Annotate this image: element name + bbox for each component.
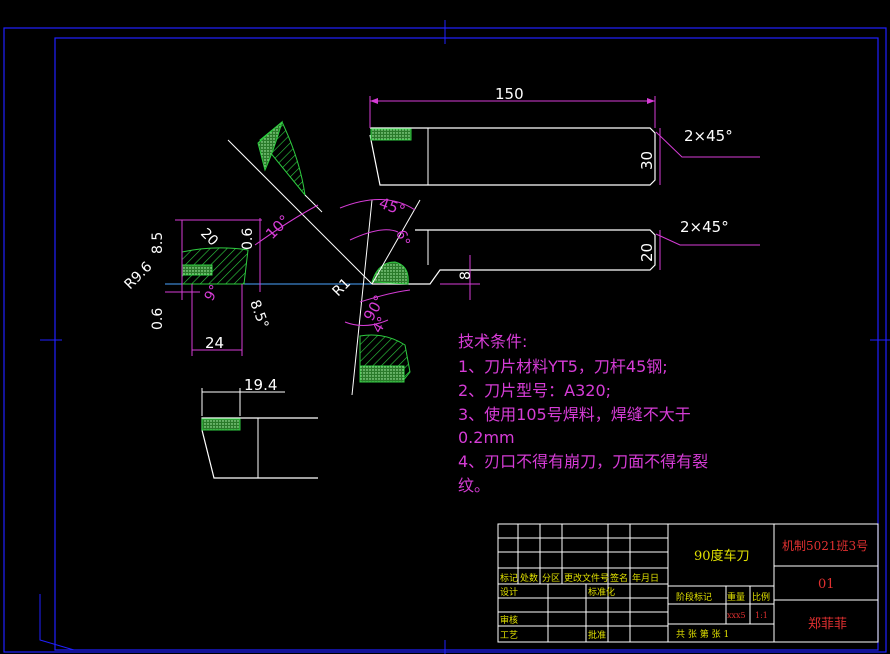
- orientation-mark: [39, 594, 75, 651]
- section-left: 24 R9.6 8.5 20 0.6 0.6 9° 8.5°: [122, 218, 271, 356]
- dim-24: 24: [205, 334, 224, 352]
- dim-20: 20: [638, 243, 656, 262]
- notes-line1: 1、刀片材料YT5，刀杆45钢;: [458, 357, 668, 376]
- dim-0-6b: 0.6: [150, 308, 166, 330]
- angle-45: 45°: [377, 194, 408, 220]
- notes-line3b: 0.2mm: [458, 428, 515, 447]
- chamfer-mid: 2×45°: [680, 218, 729, 236]
- tb-design: 设计: [500, 586, 518, 598]
- dim-20: 20: [197, 226, 221, 250]
- tb-review: 审核: [500, 614, 518, 626]
- axis-diagonal: [227, 139, 373, 285]
- section-upper: 10°: [254, 120, 323, 246]
- radius-r1: R1: [330, 275, 354, 299]
- tb-header-mark: 标记: [500, 572, 518, 584]
- axis-45: [371, 199, 421, 285]
- tb-part-name: 90度车刀: [694, 548, 750, 564]
- tb-sheets: 共 张 第 张 1: [676, 628, 729, 640]
- tb-class-label: 机制5021班3号: [782, 539, 868, 553]
- chamfer-top: 2×45°: [684, 127, 733, 145]
- tb-stage-mark: 阶段标记: [676, 591, 712, 603]
- tb-header-count: 处数: [520, 572, 538, 584]
- tb-process: 工艺: [500, 630, 518, 641]
- dim-8-5b: 8.5°: [246, 298, 271, 331]
- dim-8-5a: 8.5: [150, 232, 166, 254]
- dim-0-6a: 0.6: [240, 228, 256, 250]
- notes-line3a: 3、使用105号焊料，焊缝不大于: [458, 405, 691, 424]
- notes-line4b: 纹。: [458, 476, 490, 495]
- dim-150: 150: [495, 85, 524, 103]
- tb-header-date: 年月日: [632, 572, 659, 584]
- tb-drawing-no: 01: [818, 577, 835, 592]
- angle-9: 9°: [202, 282, 224, 304]
- tb-header-change: 更改文件号: [564, 572, 609, 584]
- small-view: 19.4: [201, 376, 318, 479]
- title-block: [497, 523, 879, 643]
- section-lower: [359, 334, 411, 383]
- tb-author: 郑菲菲: [808, 617, 847, 632]
- dim-19-4: 19.4: [244, 376, 277, 394]
- tech-notes: 技术条件: 1、刀片材料YT5，刀杆45钢; 2、刀片型号：A320; 3、使用…: [458, 332, 708, 495]
- angle-10: 10°: [262, 211, 294, 243]
- tb-scale-value: 1:1: [755, 611, 768, 620]
- tb-header-zone: 分区: [542, 573, 560, 584]
- outer-frame: [3, 27, 887, 653]
- top-view: 150 30 2×45°: [369, 85, 760, 186]
- side-view: 20 2×45° 8: [371, 218, 760, 300]
- notes-line2: 2、刀片型号：A320;: [458, 381, 611, 400]
- angle-6a: 6°: [392, 228, 412, 248]
- tb-weight-value: xxx5: [727, 611, 746, 620]
- dim-30: 30: [638, 151, 656, 170]
- tb-weight: 重量: [727, 591, 745, 603]
- tb-approve: 批准: [588, 629, 606, 641]
- dim-8: 8: [458, 271, 474, 280]
- tb-standard: 标准化: [588, 586, 615, 598]
- tb-header-sign: 签名: [610, 572, 628, 584]
- angle-4: 4°: [370, 314, 392, 336]
- radius-r9: R9.6: [122, 259, 156, 293]
- inner-frame: [54, 37, 879, 651]
- notes-line4a: 4、刃口不得有崩刀，刀面不得有裂: [458, 452, 708, 471]
- notes-heading: 技术条件:: [458, 332, 527, 351]
- tb-scale: 比例: [752, 591, 770, 603]
